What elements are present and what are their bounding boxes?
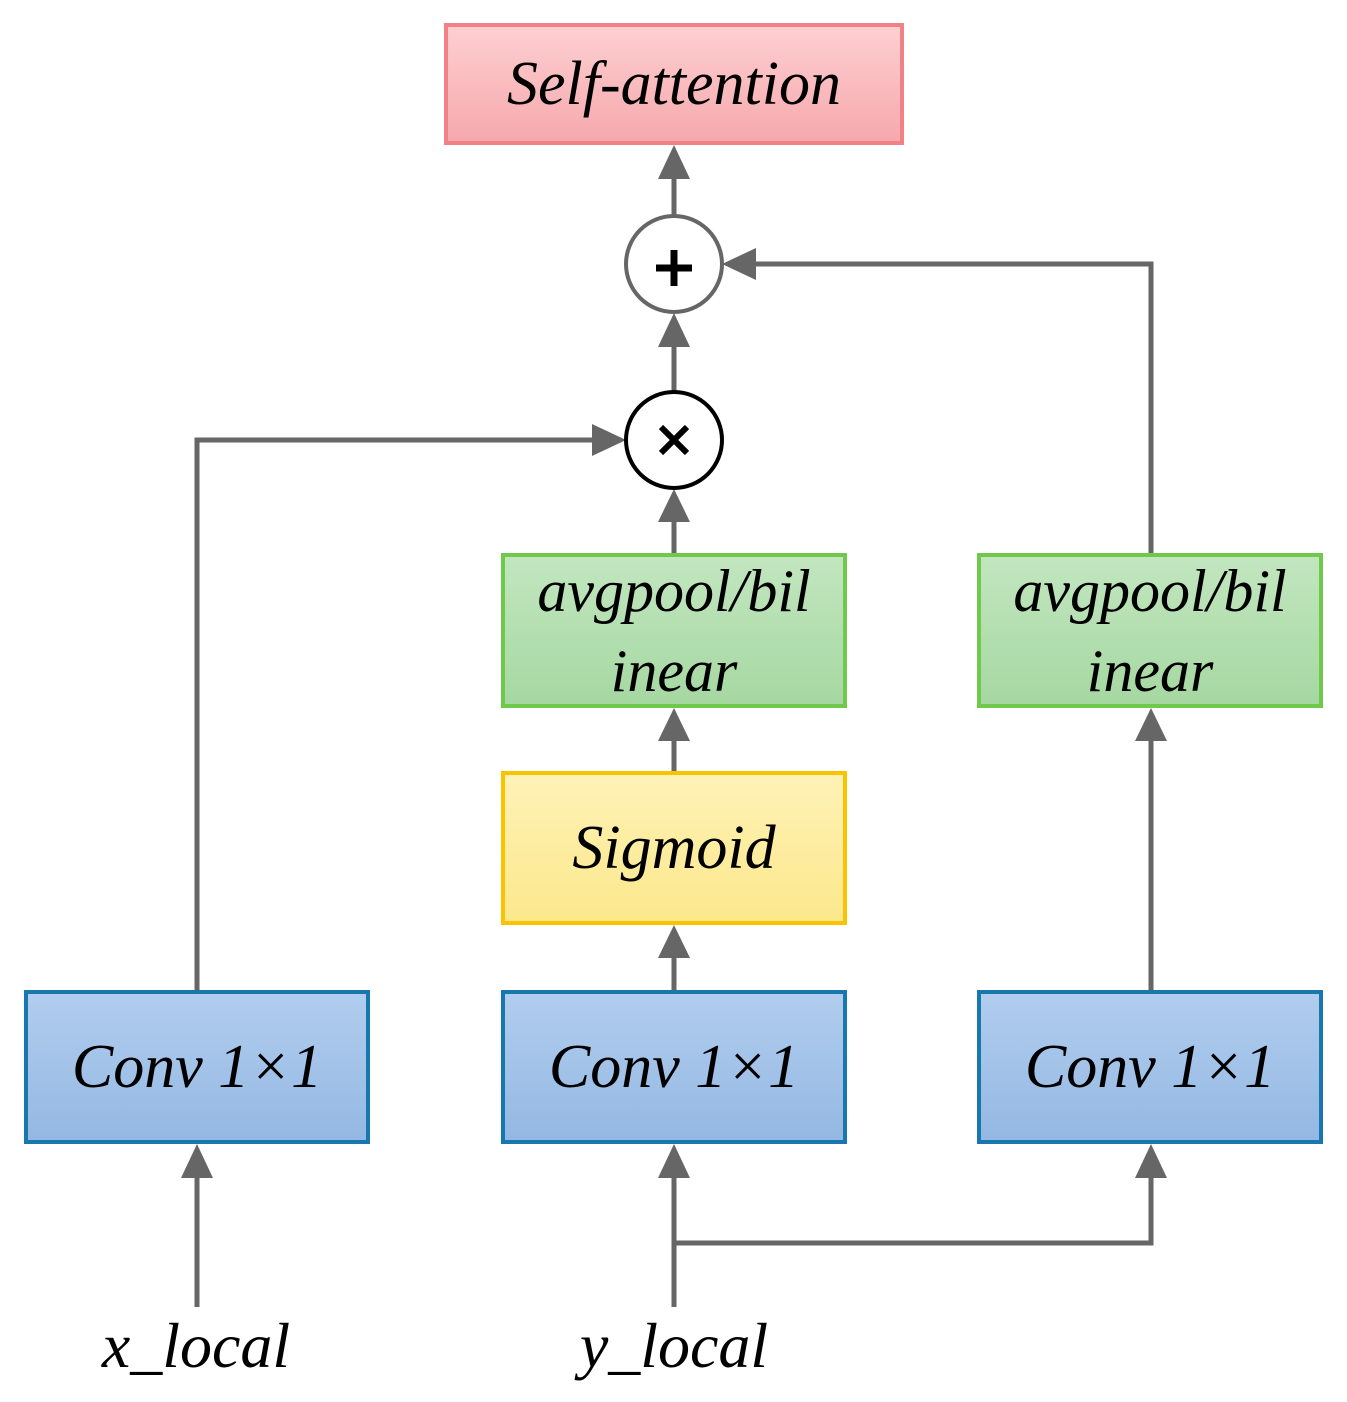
arrowhead-multiply-left (592, 424, 626, 456)
arrowhead-self-attention (658, 145, 690, 179)
input-y-local-label: y_local (579, 1310, 769, 1381)
wire-conv-left-to-multiply (194, 437, 596, 990)
arrowhead-multiply-bottom (658, 489, 690, 522)
multiply-operator (624, 390, 724, 490)
arrowhead-add-right (722, 248, 756, 280)
avgpool-bilinear-block-right: avgpool/bil inear (977, 553, 1323, 708)
arrowhead-conv-mid (658, 1144, 690, 1178)
times-icon (658, 424, 690, 456)
conv-right-label: Conv 1×1 (1024, 1033, 1276, 1101)
wire-avgpool-right-to-add (752, 261, 1154, 553)
conv-block-mid: Conv 1×1 (501, 990, 847, 1144)
input-x-local-label: x_local (101, 1310, 291, 1381)
plus-icon (656, 250, 692, 286)
wire-ylocal-to-conv-right (674, 1175, 1154, 1246)
arrowhead-sigmoid (658, 925, 690, 958)
arrowhead-avgpool-mid (658, 708, 690, 741)
avgpool-bilinear-block-mid: avgpool/bil inear (501, 553, 847, 708)
sigmoid-block: Sigmoid (501, 771, 847, 925)
avgpool-mid-label-line1: avgpool/bil (537, 557, 811, 624)
avgpool-mid-text: avgpool/bil inear (537, 551, 810, 711)
conv-left-label: Conv 1×1 (71, 1033, 323, 1101)
arrowhead-conv-left (181, 1144, 213, 1178)
conv-block-left: Conv 1×1 (24, 990, 370, 1144)
add-operator (624, 214, 724, 314)
avgpool-right-text: avgpool/bil inear (1013, 551, 1286, 711)
arrowhead-conv-right (1135, 1144, 1167, 1178)
self-attention-label: Self-attention (506, 50, 842, 118)
avgpool-right-label-line1: avgpool/bil (1013, 557, 1287, 624)
avgpool-right-label-line2: inear (1086, 637, 1214, 704)
arrowhead-add-bottom (658, 313, 690, 347)
conv-mid-label: Conv 1×1 (548, 1033, 800, 1101)
arrowhead-avgpool-right (1135, 708, 1167, 741)
avgpool-mid-label-line2: inear (610, 637, 738, 704)
self-attention-block: Self-attention (444, 23, 904, 145)
sigmoid-label: Sigmoid (572, 814, 776, 882)
conv-block-right: Conv 1×1 (977, 990, 1323, 1144)
